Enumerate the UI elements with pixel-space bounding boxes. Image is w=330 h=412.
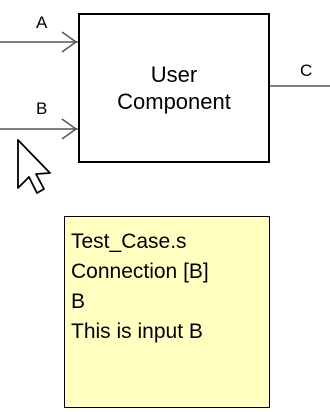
input-a-connector[interactable] <box>0 31 78 53</box>
tooltip-line-2: Connection [B] <box>71 260 209 283</box>
input-a-label: A <box>36 13 48 32</box>
connection-tooltip: Test_Case.s Connection [B] B This is inp… <box>64 216 270 408</box>
block-name-line2: Component <box>117 89 231 114</box>
output-c-label: C <box>300 61 313 80</box>
tooltip-line-4: This is input B <box>71 320 203 343</box>
block-name-line1: User <box>150 62 198 87</box>
arrow-pointer-icon <box>17 139 51 194</box>
input-b-connector[interactable] <box>0 118 78 140</box>
user-component-block[interactable]: User Component <box>78 13 270 163</box>
input-b-label: B <box>36 99 48 118</box>
tooltip-line-3: B <box>71 290 86 313</box>
tooltip-line-1: Test_Case.s <box>71 230 187 253</box>
